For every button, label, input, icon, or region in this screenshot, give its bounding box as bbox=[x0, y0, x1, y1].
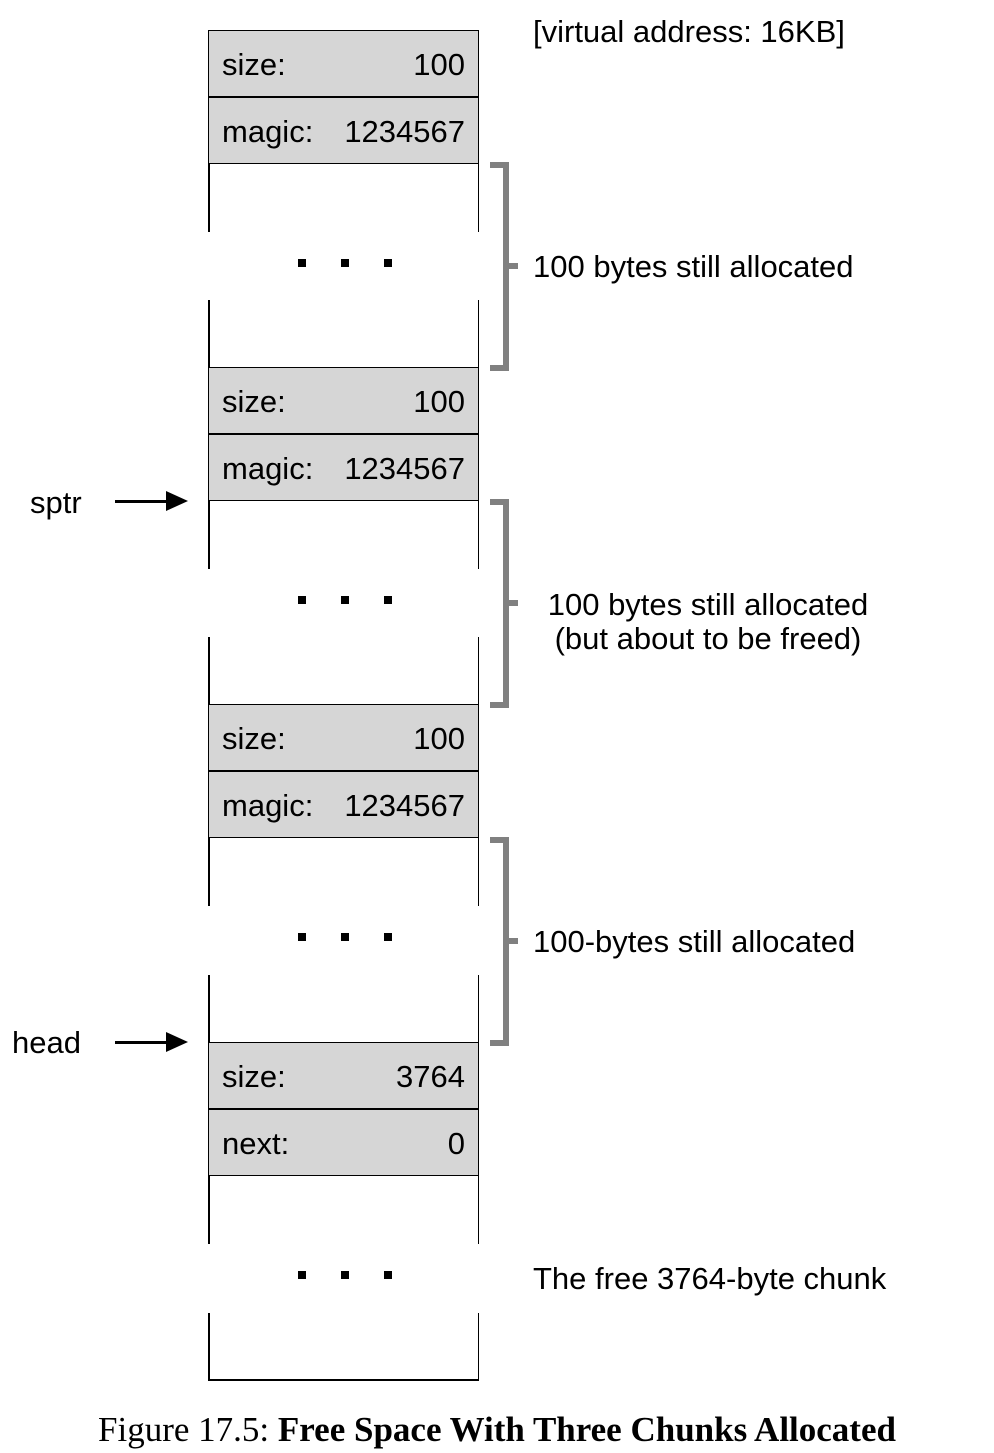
free-region-bottom-edge bbox=[208, 1379, 479, 1381]
sptr-arrow-icon bbox=[166, 491, 188, 511]
region-1-right-edge-top bbox=[477, 164, 479, 232]
header-key: size: bbox=[222, 1059, 286, 1094]
free-region-right-edge-top bbox=[477, 1176, 479, 1244]
region-2-label: 100 bytes still allocated (but about to … bbox=[533, 588, 883, 656]
header-value: 100 bbox=[413, 384, 465, 419]
region-2-label-line-1: 100 bytes still allocated bbox=[547, 587, 869, 622]
region-3-bracket bbox=[490, 837, 518, 1046]
region-3-left-edge-bottom bbox=[208, 975, 210, 1043]
head-arrow-icon bbox=[166, 1032, 188, 1052]
header-key: magic: bbox=[222, 114, 314, 149]
region-3-label: 100-bytes still allocated bbox=[533, 924, 856, 959]
region-2-label-line-2: (but about to be freed) bbox=[554, 621, 862, 656]
free-region-right-edge-bottom bbox=[477, 1313, 479, 1381]
header-key: magic: bbox=[222, 451, 314, 486]
region-2-left-edge-top bbox=[208, 501, 210, 569]
sptr-label: sptr bbox=[30, 485, 82, 520]
header-key: next: bbox=[222, 1126, 290, 1161]
region-2-right-edge-bottom bbox=[477, 637, 479, 705]
header-value: 1234567 bbox=[344, 114, 465, 149]
header-key: size: bbox=[222, 721, 286, 756]
free-region-left-edge-top bbox=[208, 1176, 210, 1244]
sptr-arrow-shaft bbox=[115, 500, 167, 503]
free-chunk-next-header: next: 0 bbox=[208, 1109, 479, 1176]
figure-number: Figure 17.5: bbox=[98, 1410, 270, 1449]
region-2-ellipsis bbox=[298, 596, 392, 604]
chunk-3-size-header: size: 100 bbox=[208, 704, 479, 771]
region-1-right-edge-bottom bbox=[477, 300, 479, 368]
header-value: 1234567 bbox=[344, 451, 465, 486]
header-value: 100 bbox=[413, 47, 465, 82]
header-value: 0 bbox=[447, 1126, 465, 1161]
header-key: size: bbox=[222, 47, 286, 82]
region-1-bracket bbox=[490, 162, 518, 371]
region-1-left-edge-top bbox=[208, 164, 210, 232]
free-region-label: The free 3764-byte chunk bbox=[533, 1261, 887, 1296]
free-region-ellipsis bbox=[298, 1271, 392, 1279]
head-arrow-shaft bbox=[115, 1041, 167, 1044]
chunk-1-magic-header: magic: 1234567 bbox=[208, 97, 479, 164]
header-value: 1234567 bbox=[344, 788, 465, 823]
figure-title: Free Space With Three Chunks Allocated bbox=[277, 1410, 896, 1449]
region-2-left-edge-bottom bbox=[208, 637, 210, 705]
chunk-3-magic-header: magic: 1234567 bbox=[208, 771, 479, 838]
region-2-right-edge-top bbox=[477, 501, 479, 569]
chunk-2-size-header: size: 100 bbox=[208, 367, 479, 434]
region-3-left-edge-top bbox=[208, 838, 210, 906]
figure-caption: Figure 17.5: Free Space With Three Chunk… bbox=[0, 1408, 994, 1452]
region-1-label: 100 bytes still allocated bbox=[533, 249, 854, 284]
region-3-right-edge-top bbox=[477, 838, 479, 906]
header-key: magic: bbox=[222, 788, 314, 823]
region-1-left-edge-bottom bbox=[208, 300, 210, 368]
header-value: 3764 bbox=[396, 1059, 465, 1094]
chunk-1-size-header: size: 100 bbox=[208, 30, 479, 97]
head-label: head bbox=[12, 1025, 81, 1060]
region-3-right-edge-bottom bbox=[477, 975, 479, 1043]
region-2-bracket bbox=[490, 499, 518, 708]
chunk-2-magic-header: magic: 1234567 bbox=[208, 434, 479, 501]
header-key: size: bbox=[222, 384, 286, 419]
region-1-ellipsis bbox=[298, 259, 392, 267]
region-3-ellipsis bbox=[298, 933, 392, 941]
header-value: 100 bbox=[413, 721, 465, 756]
virtual-address-label: [virtual address: 16KB] bbox=[533, 14, 845, 49]
free-region-left-edge-bottom bbox=[208, 1313, 210, 1381]
free-chunk-size-header: size: 3764 bbox=[208, 1042, 479, 1109]
